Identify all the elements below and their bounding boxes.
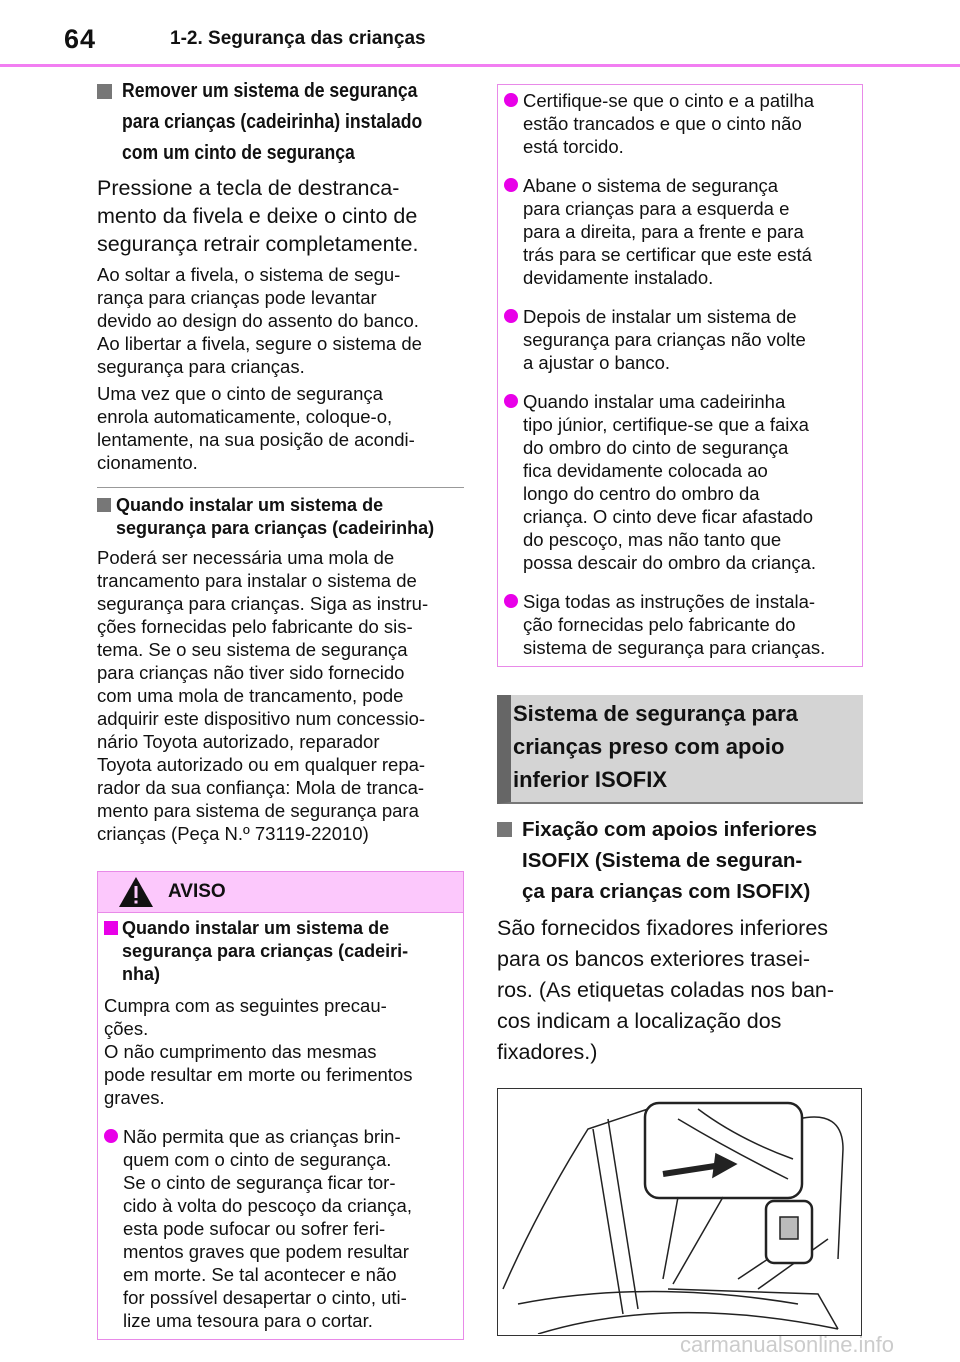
divider <box>97 487 464 488</box>
warning-heading: Quando instalar um sistema de segurança … <box>104 917 457 986</box>
note-2: Uma vez que o cinto de segurança enrola … <box>97 383 415 473</box>
isofix-illustration <box>497 1088 862 1336</box>
sub-heading: Quando instalar um sistema de segurança … <box>97 494 434 540</box>
precautions-box: Certifique-se que o cinto e a patilha es… <box>497 84 863 667</box>
remove-heading: Remover um sistema de segurança para cri… <box>97 76 497 169</box>
isofix-heading: Fixação com apoios inferiores ISOFIX (Si… <box>497 814 817 907</box>
intro-text: Pressione a tecla de destranca- mento da… <box>97 176 419 256</box>
bullet-item: Depois de instalar um sistema de seguran… <box>504 305 856 374</box>
bullet-dot-icon <box>504 178 518 192</box>
section-title: 1-2. Segurança das crianças <box>170 28 426 49</box>
bullet-dot-icon <box>504 594 518 608</box>
bullet-dot-icon <box>504 93 518 107</box>
warning-bullet: Não permita que as crianças brin- quem c… <box>104 1125 457 1332</box>
warning-header: AVISO <box>98 872 463 913</box>
section-heading: Sistema de segurança para crianças preso… <box>513 701 798 792</box>
sub-text: Poderá ser necessária uma mola de tranca… <box>97 547 429 844</box>
square-bullet-icon <box>97 84 112 99</box>
bullet-dot-icon <box>104 1129 118 1143</box>
note-1: Ao soltar a fivela, o sistema de segu- r… <box>97 264 422 377</box>
square-bullet-icon <box>104 921 118 935</box>
warning-title: AVISO <box>168 881 226 902</box>
isofix-text: São fornecidos fixadores inferiores para… <box>497 916 835 1064</box>
square-bullet-icon <box>497 822 512 837</box>
section-heading-box: Sistema de segurança para crianças preso… <box>497 695 863 804</box>
warning-triangle-icon <box>119 877 153 907</box>
warning-box: AVISO Quando instalar um sistema de segu… <box>97 871 464 1340</box>
header-rule <box>0 64 960 67</box>
warning-text: Cumpra com as seguintes precau- ções. O … <box>104 995 413 1108</box>
square-bullet-icon <box>97 498 111 512</box>
bullet-item: Abane o sistema de segurança para crianç… <box>504 174 856 289</box>
watermark: carmanualsonline.info <box>680 1332 895 1357</box>
bullet-item: Certifique-se que o cinto e a patilha es… <box>504 89 856 158</box>
bullet-item: Quando instalar uma cadeirinha tipo júni… <box>504 390 856 574</box>
page-number: 64 <box>64 24 97 54</box>
bullet-item: Siga todas as instruções de instala- ção… <box>504 590 856 659</box>
bullet-dot-icon <box>504 394 518 408</box>
bullet-dot-icon <box>504 309 518 323</box>
rear-seat-illustration <box>502 1101 844 1335</box>
